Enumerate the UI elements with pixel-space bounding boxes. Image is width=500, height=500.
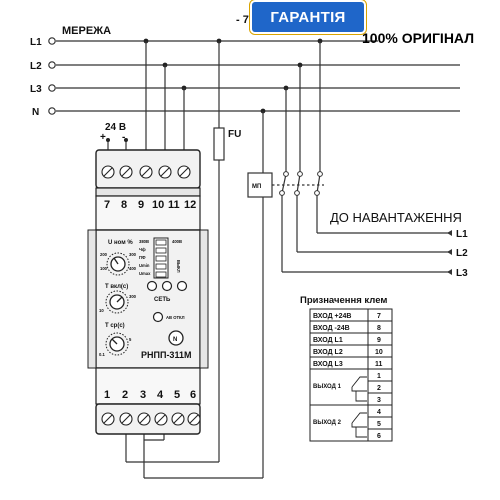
dip-state-label: ВЫКЛ bbox=[176, 260, 181, 273]
label-n: N bbox=[32, 107, 39, 118]
dip-label-pf: ПФ bbox=[139, 255, 146, 260]
terminal-3: 3 bbox=[140, 389, 146, 401]
supply-minus: - bbox=[122, 132, 125, 143]
network-fragment: - 7 bbox=[236, 14, 249, 26]
led-3 bbox=[176, 280, 188, 292]
line-terminal-circles bbox=[48, 37, 56, 115]
terminal-11: 11 bbox=[168, 199, 180, 211]
supply-plus: + bbox=[100, 132, 106, 143]
junction-dots bbox=[143, 38, 323, 114]
knob-u-label: U ном % bbox=[108, 240, 133, 246]
led-ab-label: АВ ОТКЛ bbox=[166, 315, 185, 320]
terminal-10: 10 bbox=[152, 199, 164, 211]
bottom-terminal-numbers: 1 2 3 4 5 6 bbox=[104, 389, 196, 401]
pin-row-5-name: ВХОД L3 bbox=[313, 361, 343, 368]
label-l3: L3 bbox=[30, 84, 42, 95]
dip-label-400v: 400В bbox=[172, 239, 182, 244]
network-labels: L1 L2 L3 N МЕРЕЖА - 7 bbox=[30, 14, 249, 118]
knob-t-on: T вкл(с) 10 300 bbox=[99, 284, 137, 314]
terminal-5: 5 bbox=[174, 389, 180, 401]
label-l1: L1 bbox=[30, 37, 42, 48]
u-scale-400: 400 bbox=[129, 266, 137, 271]
pin-row-3-pin: 9 bbox=[377, 337, 381, 344]
terminal-6: 6 bbox=[190, 389, 196, 401]
fuse-label: FU bbox=[228, 129, 241, 140]
u-scale-300: 300 bbox=[129, 252, 137, 257]
ton-scale-min: 10 bbox=[99, 308, 104, 313]
guarantee-badge: ГАРАНТІЯ bbox=[252, 2, 364, 32]
vertical-wires bbox=[107, 41, 452, 479]
dip-label-380v: 380В bbox=[139, 239, 149, 244]
terminal-7: 7 bbox=[104, 199, 110, 211]
output-1-name: ВЫХОД 1 bbox=[313, 384, 342, 390]
pin-table: Призначення клем ВХОД +24В 7 ВХОД -24В 8… bbox=[300, 295, 393, 442]
fuse-fu: FU bbox=[213, 127, 241, 161]
pin-row-1-name: ВХОД +24В bbox=[313, 313, 352, 320]
knob-toff-label: T ср(с) bbox=[105, 323, 125, 329]
pin-row-1-pin: 7 bbox=[377, 313, 381, 320]
output-1-pin-3: 3 bbox=[377, 397, 381, 404]
dip-label-chf: Чф bbox=[139, 247, 146, 252]
u-scale-100: 100 bbox=[100, 266, 108, 271]
led-indicators bbox=[146, 280, 188, 323]
logo-letter: N bbox=[173, 337, 177, 343]
output-2-name: ВЫХОД 2 bbox=[313, 420, 342, 426]
top-screw-slots bbox=[103, 167, 189, 177]
brand-logo: N bbox=[168, 330, 184, 346]
led-network-label: СЕТЬ bbox=[154, 297, 171, 303]
u-scale-200: 200 bbox=[100, 252, 108, 257]
dip-label-umin: Umin bbox=[139, 263, 150, 268]
led-ab bbox=[152, 311, 164, 323]
contact-circles bbox=[279, 171, 323, 196]
load-labels: ДО НАВАНТАЖЕННЯ L1 L2 L3 bbox=[330, 210, 468, 279]
original-label: 100% ОРИГІНАЛ bbox=[362, 30, 475, 46]
output-2-pin-2: 5 bbox=[377, 421, 381, 428]
supply-label: 24 В bbox=[105, 122, 126, 133]
bottom-screw-slots bbox=[103, 414, 199, 424]
ton-scale-max: 300 bbox=[129, 294, 137, 299]
terminal-8: 8 bbox=[121, 199, 127, 211]
network-title: МЕРЕЖА bbox=[62, 25, 111, 37]
label-l2: L2 bbox=[30, 61, 42, 72]
load-l3: L3 bbox=[456, 268, 468, 279]
pin-table-title: Призначення клем bbox=[300, 295, 387, 306]
starter-coil: МП bbox=[247, 172, 273, 198]
pin-row-3-name: ВХОД L1 bbox=[313, 337, 343, 344]
toff-scale-min: 0.1 bbox=[99, 352, 105, 357]
pin-row-2-pin: 8 bbox=[377, 325, 381, 332]
pin-row-4-name: ВХОД L2 bbox=[313, 349, 343, 356]
knob-t-off: T ср(с) 0.1 5 bbox=[99, 323, 132, 357]
terminal-2: 2 bbox=[122, 389, 128, 401]
output-2-pin-3: 6 bbox=[377, 433, 381, 440]
top-terminal-numbers: 7 8 9 10 11 12 bbox=[104, 199, 196, 211]
output-2-pin-1: 4 bbox=[377, 409, 381, 416]
network-lines bbox=[56, 40, 460, 112]
toff-scale-max: 5 bbox=[129, 337, 132, 342]
load-l1: L1 bbox=[456, 229, 468, 240]
led-1 bbox=[146, 280, 158, 292]
terminal-12: 12 bbox=[184, 199, 196, 211]
led-2 bbox=[161, 280, 173, 292]
terminal-4: 4 bbox=[157, 389, 164, 401]
dip-label-umax: Umax bbox=[139, 271, 151, 276]
terminal-9: 9 bbox=[138, 199, 144, 211]
pin-row-4-pin: 10 bbox=[375, 349, 383, 356]
terminal-1: 1 bbox=[104, 389, 110, 401]
guarantee-text: ГАРАНТІЯ bbox=[270, 8, 346, 26]
output-1-pin-1: 1 bbox=[377, 373, 381, 380]
pin-row-2-name: ВХОД -24В bbox=[313, 325, 350, 332]
relay-contact-symbols bbox=[351, 376, 367, 438]
device-model: РНПП-311М bbox=[141, 350, 191, 360]
starter-label: МП bbox=[252, 184, 261, 190]
supply-24v: 24 В + - bbox=[100, 122, 128, 143]
load-title: ДО НАВАНТАЖЕННЯ bbox=[330, 210, 462, 225]
knob-ton-label: T вкл(с) bbox=[105, 284, 128, 290]
pin-row-5-pin: 11 bbox=[375, 361, 383, 368]
knob-u-nominal: U ном % 100 200 300 400 bbox=[100, 240, 137, 276]
dip-switch-block: 380В Чф ПФ Umin Umax 400В ВЫКЛ bbox=[139, 237, 182, 279]
output-1-pin-2: 2 bbox=[377, 385, 381, 392]
load-l2: L2 bbox=[456, 248, 468, 259]
